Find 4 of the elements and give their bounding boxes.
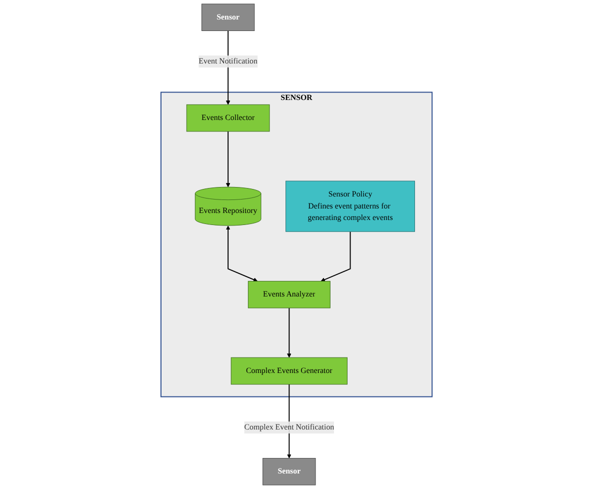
- arrow: [320, 231, 351, 282]
- arrow: [286, 307, 292, 358]
- arrow: [226, 226, 258, 282]
- arrow: [226, 130, 230, 188]
